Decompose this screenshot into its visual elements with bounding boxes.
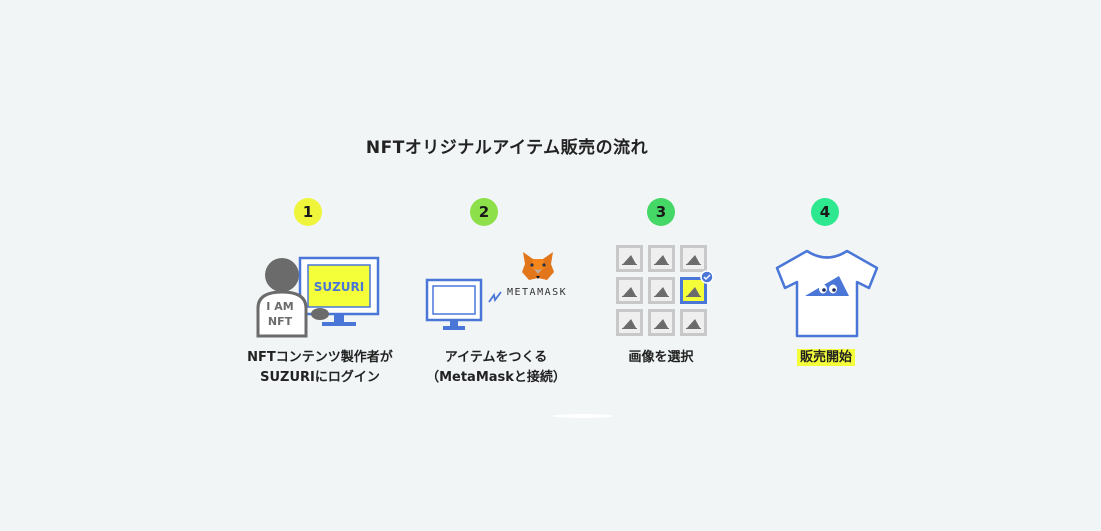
step-number-badge: 1 (294, 198, 322, 226)
image-thumbnail (616, 309, 643, 336)
step-4-caption: 販売開始 (726, 348, 926, 368)
image-thumbnail (648, 309, 675, 336)
decorative-underline (553, 414, 613, 418)
step-1-caption: NFTコンテンツ製作者が SUZURIにログイン (247, 350, 393, 385)
image-grid-icon (616, 245, 714, 336)
step-number-badge: 3 (647, 198, 675, 226)
image-thumbnail (680, 309, 707, 336)
shirt-text-line2: NFT (268, 315, 293, 328)
image-thumbnail (616, 245, 643, 272)
step-number-badge: 4 (811, 198, 839, 226)
metamask-fox-icon (522, 252, 554, 280)
tshirt-icon (775, 249, 879, 338)
image-thumbnail (648, 245, 675, 272)
image-thumbnail (680, 245, 707, 272)
connection-spark-icon (488, 291, 502, 303)
monitor-screen-text: SUZURI (314, 280, 365, 294)
image-thumbnail (616, 277, 643, 304)
step-3-caption: 画像を選択 (628, 350, 694, 365)
shirt-text-line1: I AM (266, 300, 293, 313)
step-2-caption: アイテムをつくる （MetaMaskと接続） (426, 350, 566, 385)
monitor-icon (425, 278, 483, 330)
metamask-brand-label: METAMASK (507, 287, 568, 298)
page-title: NFTオリジナルアイテム販売の流れ (365, 138, 649, 158)
step-number-badge: 2 (470, 198, 498, 226)
image-thumbnail (648, 277, 675, 304)
check-icon (700, 270, 714, 284)
person-computer-icon: SUZURI I AM NFT (256, 256, 380, 338)
